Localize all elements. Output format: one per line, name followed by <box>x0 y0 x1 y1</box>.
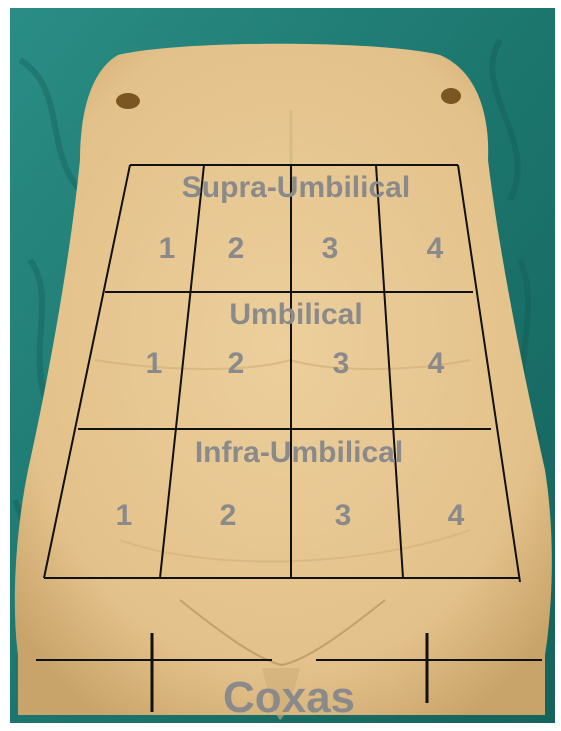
zone-number-infra-4: 4 <box>448 499 465 532</box>
zone-number-umbilical-4: 4 <box>428 347 445 380</box>
zone-number-umbilical-2: 2 <box>228 347 245 380</box>
region-title-umbilical: Umbilical <box>229 298 362 331</box>
zone-number-umbilical-3: 3 <box>333 347 350 380</box>
zone-number-supra-4: 4 <box>427 232 444 265</box>
region-title-infra: Infra-Umbilical <box>195 436 403 469</box>
zone-number-infra-2: 2 <box>220 499 237 532</box>
thighs-title: Coxas <box>223 673 355 722</box>
zone-number-supra-3: 3 <box>322 232 339 265</box>
region-title-supra: Supra-Umbilical <box>182 171 410 204</box>
torso-silhouette <box>15 44 552 715</box>
left-nipple-icon <box>116 93 140 109</box>
right-nipple-icon <box>441 88 461 104</box>
zone-number-supra-1: 1 <box>159 232 176 265</box>
zone-number-infra-1: 1 <box>116 499 133 532</box>
zone-number-umbilical-1: 1 <box>146 347 163 380</box>
zone-number-infra-3: 3 <box>335 499 352 532</box>
zone-number-supra-2: 2 <box>228 232 245 265</box>
